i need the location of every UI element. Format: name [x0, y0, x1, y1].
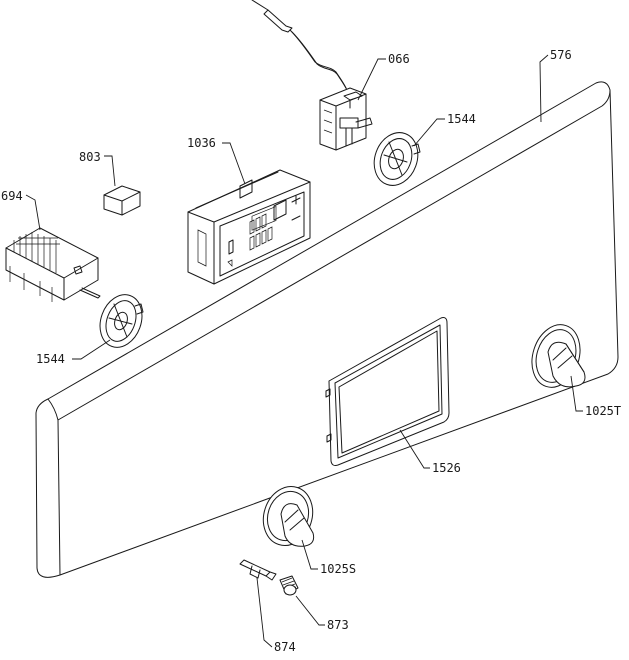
control-panel-576 — [35, 81, 619, 578]
label-803: 803 — [79, 150, 101, 164]
ring-bezel-1544-top — [373, 132, 421, 186]
label-873: 873 — [327, 618, 349, 632]
label-1036: 1036 — [187, 136, 216, 150]
lamp-holder-873 — [279, 575, 299, 596]
label-1544-left: 1544 — [36, 352, 65, 366]
label-066: 066 — [388, 52, 410, 66]
display-window-1526 — [325, 317, 450, 466]
module-803 — [103, 185, 141, 216]
knob-1025s — [262, 486, 315, 547]
leader-lines — [25, 54, 583, 648]
selector-switch-694 — [5, 227, 101, 302]
label-1025s: 1025S — [320, 562, 356, 576]
label-1025t: 1025T — [585, 404, 621, 418]
part-labels: 066 576 1544 803 1036 694 1544 1025T 152… — [1, 48, 621, 654]
label-1544-top: 1544 — [447, 112, 476, 126]
label-874: 874 — [274, 640, 296, 654]
thermostat-066 — [251, 0, 373, 151]
ring-bezel-1544-left — [99, 294, 144, 348]
label-694: 694 — [1, 189, 23, 203]
pilot-lamp-874 — [239, 559, 277, 581]
label-1526: 1526 — [432, 461, 461, 475]
label-576: 576 — [550, 48, 572, 62]
electronic-timer-1036 — [187, 169, 311, 285]
knob-1025t — [531, 324, 586, 388]
